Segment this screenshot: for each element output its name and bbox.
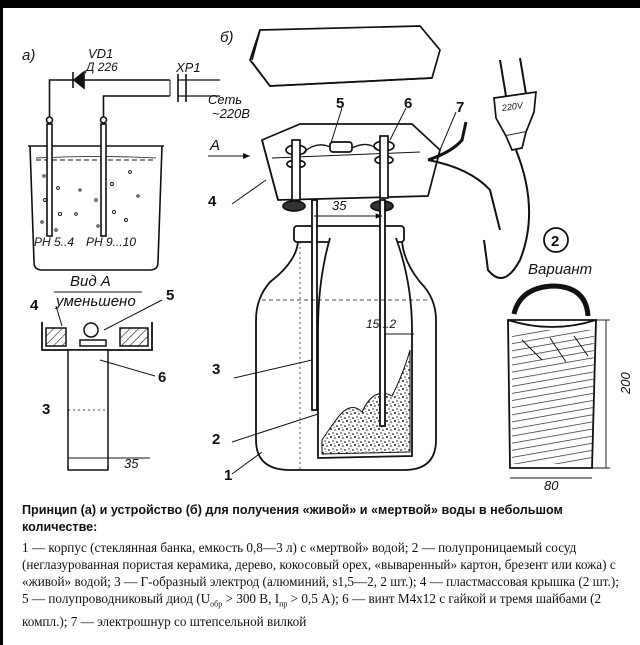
- spare-lid: [249, 25, 441, 87]
- caption-part-2: > 300 В, I: [222, 591, 280, 606]
- view-num-6: 6: [158, 369, 166, 386]
- caption-sub-2: пр: [279, 599, 288, 609]
- fig-a-label: а): [22, 47, 35, 64]
- caption-part-3: > 0,5 А); 6 — винт М4х12 с гайкой и трем…: [22, 591, 602, 629]
- caption-part-1: 1 — корпус (стеклянная банка, емкость 0,…: [22, 540, 619, 606]
- view-num-3: 3: [42, 401, 50, 418]
- num-2: 2: [212, 431, 220, 448]
- num-3: 3: [212, 361, 220, 378]
- view-num-4: 4: [30, 297, 39, 314]
- view-a-detail: [41, 291, 163, 471]
- view-dim-35: 35: [124, 456, 139, 471]
- caption-sub-1: обр: [210, 599, 223, 609]
- callout-leaders: [208, 107, 457, 475]
- variant-2-bag: [507, 227, 610, 479]
- vd1-label: VD1: [88, 46, 113, 61]
- caption-title: Принцип (а) и устройство (б) для получен…: [22, 503, 563, 534]
- dim-15-2-label: 15...2: [366, 317, 396, 331]
- num-4: 4: [208, 193, 217, 210]
- num-1: 1: [224, 467, 232, 484]
- glass-jar: [255, 199, 437, 471]
- view-a-title: Вид А: [70, 273, 111, 290]
- plug-voltage-label: 220V: [500, 100, 524, 113]
- num-6: 6: [404, 95, 412, 112]
- variant-label: Вариант: [528, 261, 592, 278]
- view-num-5: 5: [166, 287, 174, 304]
- dim-35-label: 35: [332, 198, 347, 213]
- xp1-label: XP1: [175, 60, 201, 75]
- mains-label: Сеть: [208, 92, 242, 107]
- ph-left-label: PH 5..4: [34, 235, 74, 249]
- view-a-subtitle: уменьшено: [55, 293, 136, 310]
- arrow-a-label: A: [209, 137, 220, 154]
- top-border: [0, 0, 640, 8]
- fig-b-label: б): [220, 29, 233, 46]
- caption-body: 1 — корпус (стеклянная банка, емкость 0,…: [22, 539, 620, 630]
- ph-right-label: PH 9...10: [86, 235, 136, 249]
- principle-schematic: [28, 70, 220, 271]
- diode-type-label: Д 226: [84, 60, 118, 74]
- num-5: 5: [336, 95, 344, 112]
- variant-number: 2: [551, 233, 559, 250]
- figure-caption: Принцип (а) и устройство (б) для получен…: [22, 502, 620, 630]
- dim-80-label: 80: [544, 478, 559, 493]
- jar-lid: [260, 121, 501, 231]
- dim-200-label: 200: [618, 372, 633, 395]
- num-7: 7: [456, 99, 464, 116]
- voltage-label: ~220В: [212, 106, 250, 121]
- left-border: [0, 0, 3, 645]
- apparatus-drawing: а) VD1 Д 226 XP1 Сеть ~220В PH 5..4 PH 9…: [22, 25, 633, 493]
- power-plug: [483, 57, 537, 279]
